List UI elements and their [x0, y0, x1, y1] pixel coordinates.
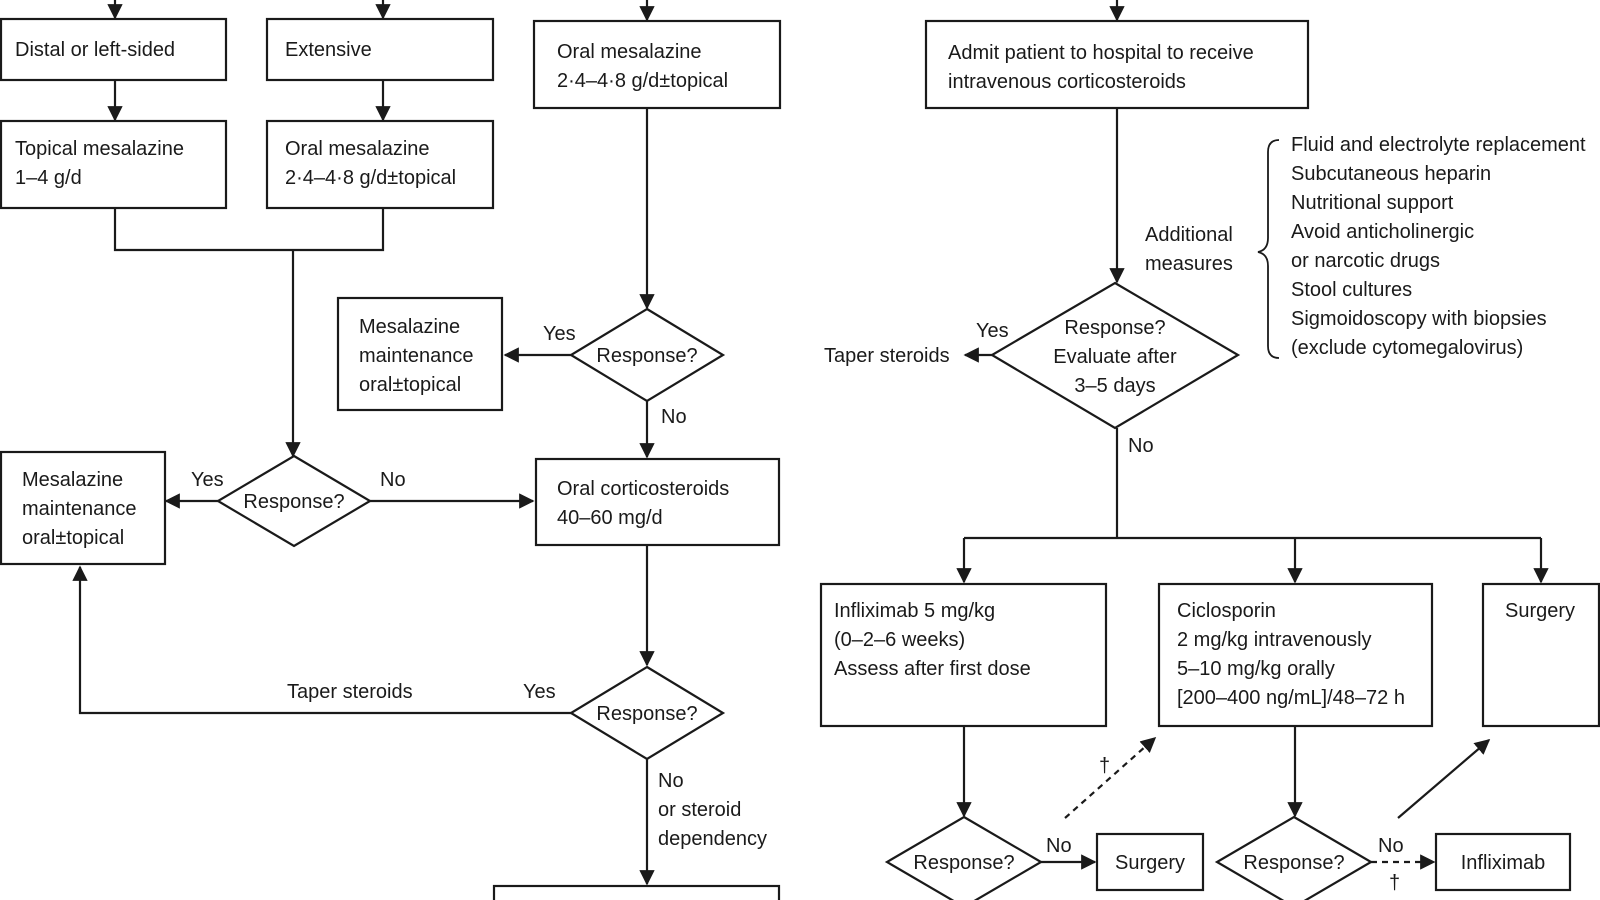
decision-ciclosporin-label: Response?	[1243, 852, 1344, 874]
bottom-partial-box	[492, 884, 781, 900]
oral-corticosteroids-line2: 40–60 mg/d	[557, 507, 663, 529]
surgery-bottom-box: Surgery	[1095, 832, 1205, 892]
decision-left-label: Response?	[243, 491, 344, 513]
label-no-mid-top: No	[661, 406, 687, 428]
infliximab-bottom-label: Infliximab	[1461, 852, 1545, 874]
decision-evaluate-line1: Response?	[1064, 317, 1165, 339]
decision-infliximab-label: Response?	[913, 852, 1014, 874]
arrow-dashed-to-ciclosporin	[1064, 736, 1157, 819]
ciclosporin-box: Ciclosporin 2 mg/kg intravenously 5–10 m…	[1157, 582, 1434, 728]
measure-item: Avoid anticholinergic	[1291, 221, 1474, 243]
oral-corticosteroids-line1: Oral corticosteroids	[557, 478, 729, 500]
topical-mesalazine-box: Topical mesalazine 1–4 g/d	[0, 119, 228, 210]
decision-evaluate-line3: 3–5 days	[1074, 375, 1155, 397]
ciclosporin-line1: Ciclosporin	[1177, 600, 1276, 622]
ciclosporin-line3: 5–10 mg/kg orally	[1177, 658, 1335, 680]
distal-box: Distal or left-sided	[0, 17, 228, 82]
decision-mid-bottom: Response?	[568, 665, 726, 761]
admit-line2: intravenous corticosteroids	[948, 71, 1186, 93]
extensive-box: Extensive	[265, 17, 495, 82]
oral-mesalazine-mid-line1: Oral mesalazine	[285, 138, 430, 160]
oral-mesalazine-top-line2: 2·4–4·8 g/d±topical	[557, 70, 728, 92]
surgery-bottom-label: Surgery	[1115, 852, 1185, 874]
label-taper-steroids-left: Taper steroids	[287, 681, 413, 703]
extensive-label: Extensive	[285, 39, 372, 61]
label-no-dependency-line1: No	[658, 770, 684, 792]
decision-infliximab: Response?	[884, 815, 1044, 900]
label-yes-evaluate: Yes	[976, 320, 1009, 342]
admit-box: Admit patient to hospital to receive int…	[924, 19, 1310, 110]
topical-mesalazine-line1: Topical mesalazine	[15, 138, 184, 160]
decision-evaluate: Response? Evaluate after 3–5 days	[989, 281, 1241, 430]
maintenance-mid-line3: oral±topical	[359, 374, 461, 396]
infliximab-regimen-line2: (0–2–6 weeks)	[834, 629, 965, 651]
ciclosporin-line4: [200–400 ng/mL]/48–72 h	[1177, 687, 1405, 709]
label-dagger-lower: †	[1389, 872, 1400, 894]
label-no-dependency-line3: dependency	[658, 828, 767, 850]
merge-line	[113, 207, 385, 252]
connectors	[72, 0, 1549, 886]
decision-mid-bottom-label: Response?	[596, 703, 697, 725]
measure-item: Fluid and electrolyte replacement	[1291, 134, 1586, 156]
measures-list: Fluid and electrolyte replacement Subcut…	[1291, 134, 1586, 359]
maintenance-left-line3: oral±topical	[22, 527, 124, 549]
infliximab-regimen-line1: Infliximab 5 mg/kg	[834, 600, 995, 622]
decision-left: Response?	[215, 454, 373, 548]
oral-mesalazine-mid-line2: 2·4–4·8 g/d±topical	[285, 167, 456, 189]
measure-item: (exclude cytomegalovirus)	[1291, 337, 1523, 359]
maintenance-left-line1: Mesalazine	[22, 469, 123, 491]
ciclosporin-line2: 2 mg/kg intravenously	[1177, 629, 1372, 651]
decision-ciclosporin: Response?	[1214, 815, 1374, 900]
infliximab-bottom-box: Infliximab	[1434, 832, 1572, 892]
measure-item: Nutritional support	[1291, 192, 1454, 214]
maintenance-mid-line2: maintenance	[359, 345, 474, 367]
label-yes-mid-top: Yes	[543, 323, 576, 345]
surgery-right-box: Surgery	[1481, 582, 1600, 728]
decision-mid-top: Response?	[568, 307, 726, 403]
measure-item: Sigmoidoscopy with biopsies	[1291, 308, 1547, 330]
label-no-left: No	[380, 469, 406, 491]
label-additional-measures-line2: measures	[1145, 253, 1233, 275]
infliximab-regimen-line3: Assess after first dose	[834, 658, 1031, 680]
label-taper-steroids-right: Taper steroids	[824, 345, 950, 367]
label-yes-left: Yes	[191, 469, 224, 491]
arrow-to-surgery-right	[1397, 738, 1491, 819]
oral-mesalazine-top-box: Oral mesalazine 2·4–4·8 g/d±topical	[532, 19, 782, 110]
edge-labels: Yes No Yes No Taper steroids Yes No or s…	[191, 224, 1404, 894]
label-yes-mid-bottom: Yes	[523, 681, 556, 703]
label-dagger-upper: †	[1099, 755, 1110, 777]
maintenance-mid-line1: Mesalazine	[359, 316, 460, 338]
measures-brace	[1257, 139, 1280, 359]
label-additional-measures-line1: Additional	[1145, 224, 1233, 246]
maintenance-left-box: Mesalazine maintenance oral±topical	[0, 450, 167, 566]
measure-item: Subcutaneous heparin	[1291, 163, 1491, 185]
distal-label: Distal or left-sided	[15, 39, 175, 61]
topical-mesalazine-line2: 1–4 g/d	[15, 167, 82, 189]
surgery-right-label: Surgery	[1505, 600, 1575, 622]
maintenance-mid-box: Mesalazine maintenance oral±topical	[336, 296, 504, 412]
oral-corticosteroids-box: Oral corticosteroids 40–60 mg/d	[534, 457, 781, 547]
label-no-evaluate: No	[1128, 435, 1154, 457]
arrow-taper-to-maintenance	[72, 565, 571, 715]
label-no-ciclosporin: No	[1378, 835, 1404, 857]
oral-mesalazine-mid-box: Oral mesalazine 2·4–4·8 g/d±topical	[265, 119, 495, 210]
measure-item: Stool cultures	[1291, 279, 1412, 301]
infliximab-regimen-box: Infliximab 5 mg/kg (0–2–6 weeks) Assess …	[819, 582, 1108, 728]
admit-line1: Admit patient to hospital to receive	[948, 42, 1254, 64]
label-no-dependency-line2: or steroid	[658, 799, 741, 821]
decision-evaluate-line2: Evaluate after	[1053, 346, 1177, 368]
measure-item: or narcotic drugs	[1291, 250, 1440, 272]
oral-mesalazine-top-line1: Oral mesalazine	[557, 41, 702, 63]
decision-mid-top-label: Response?	[596, 345, 697, 367]
maintenance-left-line2: maintenance	[22, 498, 137, 520]
label-no-infliximab: No	[1046, 835, 1072, 857]
